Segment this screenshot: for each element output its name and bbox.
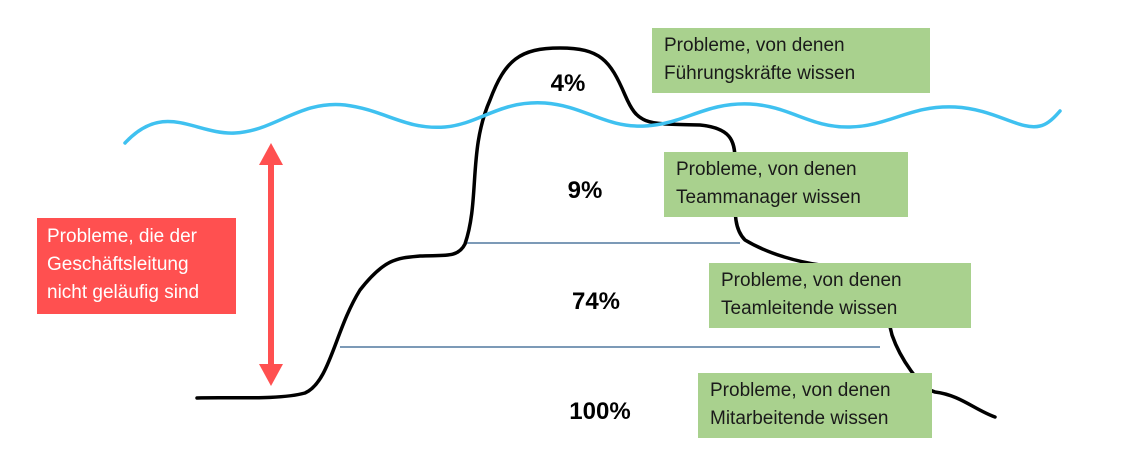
label-line: Teamleitende wissen — [721, 298, 898, 319]
percent-level-2: 9% — [567, 177, 603, 204]
label-line: Probleme, von denen — [721, 270, 902, 291]
label-line: Probleme, von denen — [710, 380, 891, 401]
percent-level-1: 4% — [550, 70, 586, 97]
label-line: Probleme, von denen — [676, 159, 857, 180]
water-line — [123, 101, 1062, 145]
depth-arrow — [259, 143, 283, 386]
label-box-teammanager: Probleme, von denen Teammanager wissen — [664, 152, 908, 217]
label-line: Teammanager wissen — [676, 187, 861, 208]
percent-level-4: 100% — [569, 398, 631, 425]
hidden-problems-line: nicht geläufig sind — [47, 282, 200, 303]
label-line: Führungskräfte wissen — [664, 63, 856, 84]
hidden-problems-line: Probleme, die der — [47, 226, 197, 247]
hidden-problems-line: Geschäftsleitung — [47, 254, 189, 275]
label-box-fuehrungskraefte: Probleme, von denen Führungskräfte wisse… — [652, 28, 930, 93]
label-line: Mitarbeitende wissen — [710, 408, 889, 429]
hidden-problems-box: Probleme, die der Geschäftsleitung nicht… — [37, 218, 236, 314]
iceberg-outline — [195, 46, 997, 419]
label-box-mitarbeitende: Probleme, von denen Mitarbeitende wissen — [698, 373, 932, 438]
label-line: Probleme, von denen — [664, 35, 845, 56]
percent-level-3: 74% — [571, 288, 621, 315]
label-box-teamleitende: Probleme, von denen Teamleitende wissen — [709, 263, 971, 328]
